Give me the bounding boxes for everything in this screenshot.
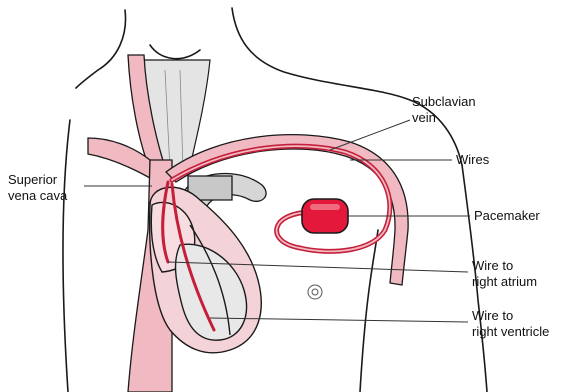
- label-superior-vena-cava: Superior vena cava: [8, 172, 68, 203]
- label-subclavian-vein: Subclavian vein: [412, 94, 479, 125]
- chin-curve: [150, 45, 200, 59]
- label-subclavian-line1: Subclavian: [412, 94, 476, 109]
- label-wires-line1: Wires: [456, 152, 490, 167]
- label-wire-to-right-atrium: Wire to right atrium: [472, 258, 537, 289]
- label-pacemaker: Pacemaker: [474, 208, 540, 223]
- subclavian-left-arm: [88, 138, 150, 178]
- veins: [88, 55, 408, 392]
- armpit-line: [360, 230, 378, 392]
- label-ventricle-line1: Wire to: [472, 308, 513, 323]
- label-ventricle-line2: right ventricle: [472, 324, 549, 339]
- label-wire-to-right-ventricle: Wire to right ventricle: [472, 308, 549, 339]
- leader-subclavian: [330, 120, 410, 150]
- label-pacemaker-line1: Pacemaker: [474, 208, 540, 223]
- pacemaker-device: [302, 199, 348, 233]
- label-atrium-line2: right atrium: [472, 274, 537, 289]
- left-side: [63, 120, 70, 392]
- label-svc-line1: Superior: [8, 172, 58, 187]
- label-atrium-line1: Wire to: [472, 258, 513, 273]
- torso-outline: [63, 8, 487, 392]
- label-subclavian-line2: vein: [412, 110, 436, 125]
- neck-left: [76, 10, 126, 88]
- nipple: [308, 285, 322, 299]
- label-wires: Wires: [456, 152, 490, 167]
- label-svc-line2: vena cava: [8, 188, 68, 203]
